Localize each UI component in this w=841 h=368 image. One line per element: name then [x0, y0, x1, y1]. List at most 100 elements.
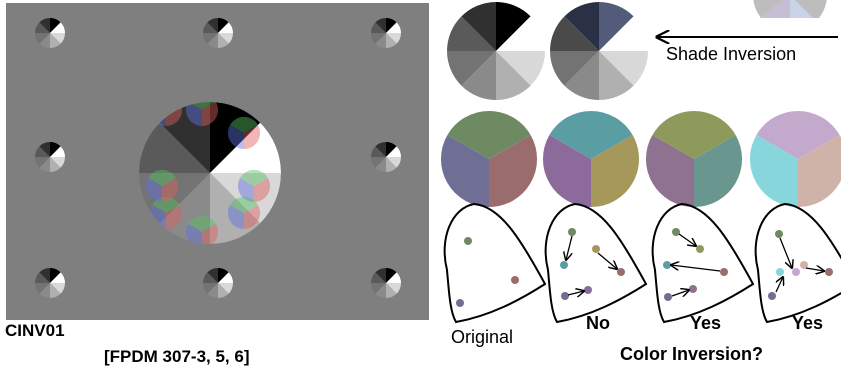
gray-pie-wedge	[496, 51, 531, 100]
small-disc-wedge	[375, 283, 386, 298]
small-disc-wedge	[386, 272, 401, 283]
small-disc-wedge	[371, 157, 386, 168]
small-disc-wedge	[218, 283, 229, 298]
small-disc-wedge	[50, 146, 65, 157]
gray-pie-inv-wedge	[550, 16, 599, 51]
small-disc-wedge	[375, 157, 386, 172]
small-disc-wedge	[375, 18, 386, 33]
gamut-shift-arrow	[671, 290, 689, 296]
gamut-shift-arrow	[597, 252, 617, 269]
shade-inversion-label: Shade Inversion	[666, 44, 797, 64]
gamut-color-dot	[511, 276, 519, 284]
small-disc-wedge	[50, 22, 65, 33]
gamut-diagram-row	[443, 202, 841, 324]
color-pie-row	[440, 110, 841, 208]
gamut-color-dot	[720, 268, 728, 276]
small-disc-wedge	[50, 272, 65, 283]
color-inversion-label: Color Inversion?	[620, 344, 764, 364]
big-pie-wedge	[210, 173, 261, 244]
gamut-outline	[754, 202, 841, 324]
small-disc-wedge	[386, 146, 401, 157]
color-pie-top	[549, 110, 633, 159]
small-disc-wedge	[386, 157, 401, 168]
small-disc-wedge	[39, 18, 50, 33]
gamut-outline	[651, 202, 755, 324]
gamut-shift-arrow	[779, 237, 792, 268]
gray-pie-wedge	[447, 51, 496, 86]
gamut-color-dot	[560, 261, 568, 269]
big-pie-wedge	[159, 173, 210, 244]
big-pie-wedge	[210, 122, 281, 173]
test-code-label: CINV01	[5, 321, 65, 340]
small-disc-wedge	[203, 272, 218, 283]
small-disc-wedge	[35, 146, 50, 157]
small-disc-wedge	[203, 33, 218, 44]
small-disc-wedge	[50, 157, 65, 168]
small-disc-wedge	[207, 268, 218, 283]
color-pie-top	[652, 110, 736, 159]
small-disc-wedge	[35, 283, 50, 294]
rgb-tri-disc	[227, 196, 261, 230]
gamut-diagram	[544, 202, 648, 324]
small-disc-wedge	[35, 33, 50, 44]
small-disc-wedge	[218, 268, 229, 283]
gamut-color-dot	[800, 261, 808, 269]
small-disc	[35, 268, 65, 298]
color-pie-left	[440, 135, 489, 208]
gray-pie-wedge	[496, 16, 545, 51]
small-disc-wedge	[375, 268, 386, 283]
small-disc	[203, 268, 233, 298]
color-pie-right	[694, 135, 743, 208]
small-disc-wedge	[218, 18, 229, 33]
small-disc-wedge	[39, 157, 50, 172]
small-disc-wedge	[39, 142, 50, 157]
small-disc-wedge	[39, 33, 50, 48]
small-disc-wedge	[386, 157, 397, 172]
small-disc-wedge	[386, 268, 397, 283]
rgb-tri-disc	[227, 116, 261, 150]
small-disc-wedge	[386, 22, 401, 33]
gamut-color-dot	[663, 261, 671, 269]
small-disc-wedge	[375, 33, 386, 48]
small-disc-wedge	[218, 283, 233, 294]
gamut-color-dot	[456, 299, 464, 307]
gray-pie-inv-wedge	[599, 51, 648, 86]
small-disc-wedge	[50, 18, 61, 33]
big-pie-wedge	[210, 102, 261, 173]
small-disc-wedge	[375, 142, 386, 157]
small-disc-wedge	[371, 146, 386, 157]
small-disc-wedge	[50, 33, 65, 44]
small-disc-wedge	[207, 33, 218, 48]
small-disc-wedge	[50, 142, 61, 157]
small-disc-wedge	[50, 157, 61, 172]
small-disc-wedge	[50, 268, 61, 283]
gamut-color-dot	[768, 292, 776, 300]
small-disc-wedge	[371, 272, 386, 283]
verdict-yes-label-2: Yes	[792, 313, 824, 333]
big-pie-wedge	[139, 173, 210, 224]
gamut-diagram	[754, 202, 841, 324]
small-disc-wedge	[35, 22, 50, 33]
gamut-color-dot	[592, 245, 600, 253]
gamut-color-dot	[617, 268, 625, 276]
gray-pie-inv-wedge	[564, 51, 599, 100]
gamut-color-dot	[464, 237, 472, 245]
color-pie-left	[749, 135, 798, 208]
small-disc-wedge	[35, 157, 50, 168]
gamut-shift-arrow	[566, 235, 573, 260]
small-disc-wedge	[386, 33, 401, 44]
gamut-color-dot	[775, 230, 783, 238]
small-disc-wedge	[371, 22, 386, 33]
color-pie-top	[756, 110, 840, 159]
color-pie	[645, 110, 743, 208]
rgb-tri-disc	[237, 169, 271, 203]
color-pie-left	[645, 135, 694, 208]
original-label: Original	[451, 327, 514, 347]
big-shade-pie	[139, 102, 281, 244]
gray-pie-inv-wedge	[599, 16, 648, 51]
small-disc-wedge	[50, 283, 65, 294]
gray-pie-inv-wedge	[550, 51, 599, 86]
small-disc-grid	[35, 18, 401, 298]
gray-pie-wedge	[496, 2, 531, 51]
